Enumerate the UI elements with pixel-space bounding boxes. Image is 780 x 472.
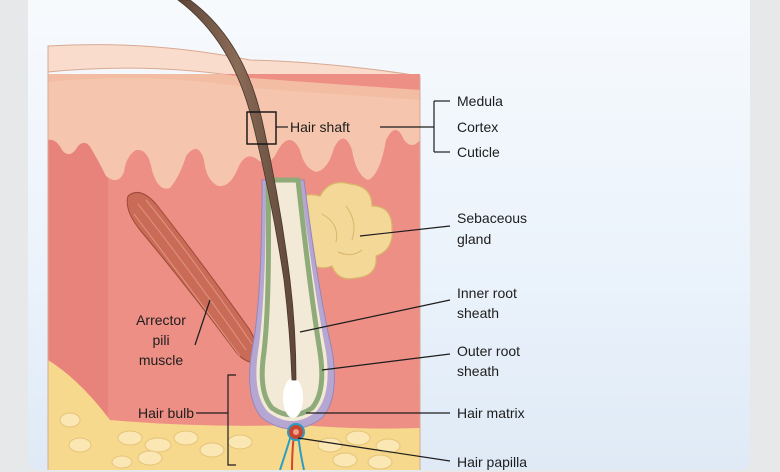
label-cortex: Cortex (457, 119, 499, 135)
label-hair-matrix: Hair matrix (457, 405, 525, 421)
label-medula: Medula (457, 93, 503, 109)
label-arrector: Arrector (136, 312, 186, 328)
label-gland: gland (457, 231, 492, 247)
label-sebaceous: Sebaceous (457, 210, 528, 226)
label-hair-papilla: Hair papilla (457, 454, 528, 470)
hair-papilla (279, 423, 305, 470)
hair-shaft-zoom-box (246, 111, 277, 145)
label-hair-bulb: Hair bulb (137, 405, 194, 421)
label-muscle: muscle (138, 352, 184, 368)
hair-shaft (177, 0, 297, 381)
epidermis-layer (48, 74, 420, 189)
label-inner-root: Inner root (457, 285, 517, 301)
label-cuticle: Cuticle (457, 144, 500, 160)
label-inner-root-sheath: sheath (457, 305, 500, 321)
label-pili: pili (152, 332, 170, 348)
hair-matrix (283, 378, 303, 418)
label-outer-root: Outer root (457, 343, 521, 359)
label-outer-root-sheath: sheath (457, 363, 500, 379)
label-hair-shaft: Hair shaft (290, 119, 350, 135)
leader-lines (194, 100, 451, 466)
